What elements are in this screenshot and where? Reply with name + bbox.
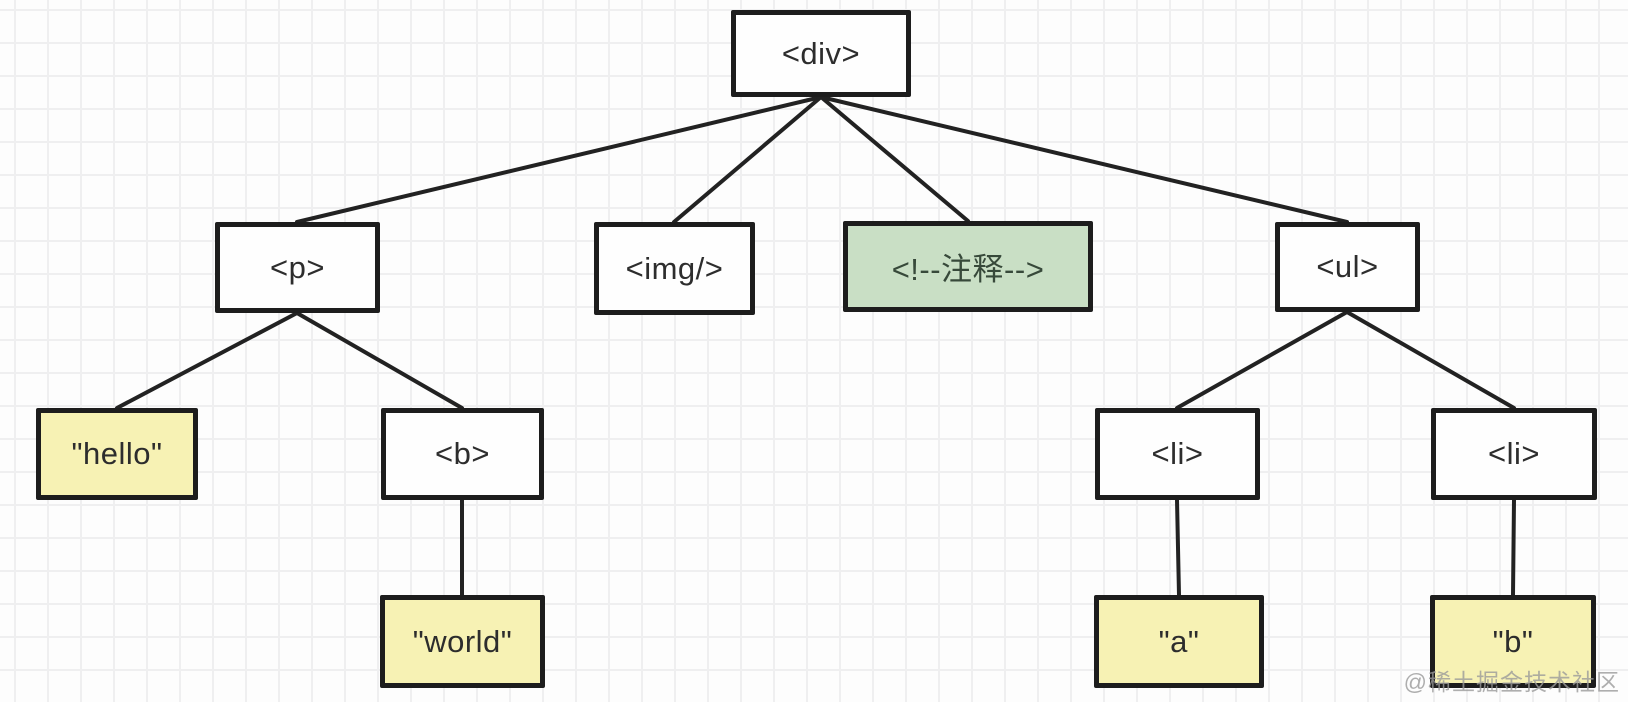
tree-edge (295, 311, 464, 410)
node-label: <!--注释--> (891, 252, 1045, 287)
tree-edge (819, 95, 970, 223)
node-label: <li> (1151, 436, 1204, 471)
tree-edge (672, 95, 823, 224)
node-label: "hello" (71, 436, 163, 471)
node-p-element: <p> (215, 222, 380, 313)
tree-edge (819, 95, 1349, 224)
tree-edge (115, 311, 299, 410)
node-label: "a" (1158, 623, 1200, 659)
node-label: <img/> (625, 250, 724, 286)
tree-edge (1345, 310, 1516, 410)
node-label: <p> (270, 249, 325, 285)
node-label: "world" (412, 623, 513, 659)
node-text-world: "world" (380, 595, 545, 688)
tree-edge (295, 95, 823, 224)
node-label: "b" (1492, 623, 1534, 659)
node-label: <li> (1488, 436, 1540, 471)
node-text-b: "b" (1430, 595, 1596, 688)
tree-edge (1175, 498, 1181, 597)
node-text-hello: "hello" (36, 408, 198, 500)
node-li-element-2: <li> (1431, 408, 1597, 500)
node-label: <div> (781, 35, 861, 71)
node-text-a: "a" (1094, 595, 1264, 688)
node-div-element: <div> (731, 10, 911, 97)
tree-edge (1511, 498, 1516, 597)
node-ul-element: <ul> (1275, 222, 1420, 312)
node-b-element: <b> (381, 408, 544, 500)
tree-edge (1175, 310, 1349, 410)
node-li-element-1: <li> (1095, 408, 1260, 500)
node-label: <ul> (1316, 249, 1379, 284)
node-comment: <!--注释--> (843, 221, 1093, 312)
node-img-element: <img/> (594, 222, 755, 315)
node-label: <b> (435, 436, 490, 471)
juejin-watermark: @稀土掘金技术社区 (1403, 669, 1620, 695)
